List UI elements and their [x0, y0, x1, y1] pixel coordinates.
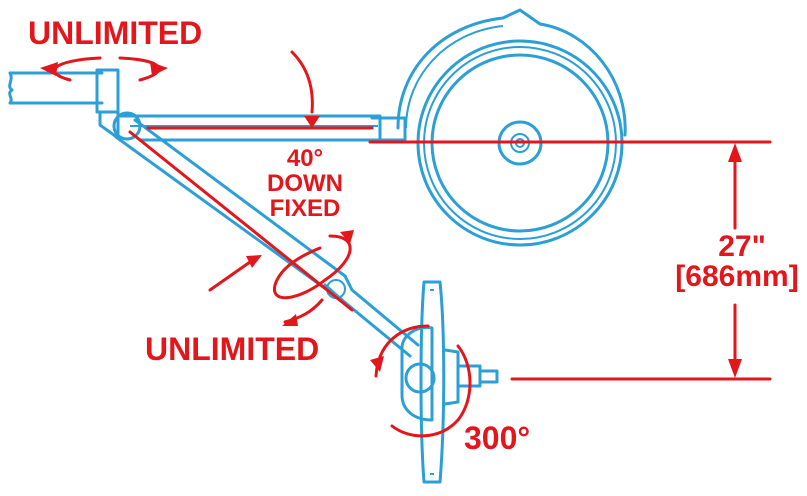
lower-rotation-label: UNLIMITED [145, 331, 319, 367]
upper-horizontal-arm [118, 114, 407, 142]
top-rotation-arrow [40, 56, 168, 82]
arm-angle-fixed: FIXED [270, 195, 341, 222]
arm-center-lines [128, 126, 374, 312]
dimension-lines [368, 140, 772, 381]
angle-arrow [290, 50, 320, 128]
head-rotation-arrow [370, 324, 472, 438]
lower-rotation-arrow [208, 230, 354, 326]
diagonal-arm [114, 118, 420, 358]
shoulder-joint [112, 111, 142, 141]
upper-light-head [396, 8, 627, 247]
arm-angle-degrees: 40° [287, 145, 323, 172]
head-rotation-label: 300° [464, 420, 530, 456]
mount-tube [8, 71, 104, 105]
top-rotation-label: UNLIMITED [28, 15, 202, 51]
arm-angle-direction: DOWN [267, 170, 343, 197]
upper-joint [95, 68, 120, 140]
dimension-metric: [686mm] [675, 260, 798, 293]
dimension-imperial: 27" [718, 230, 766, 263]
